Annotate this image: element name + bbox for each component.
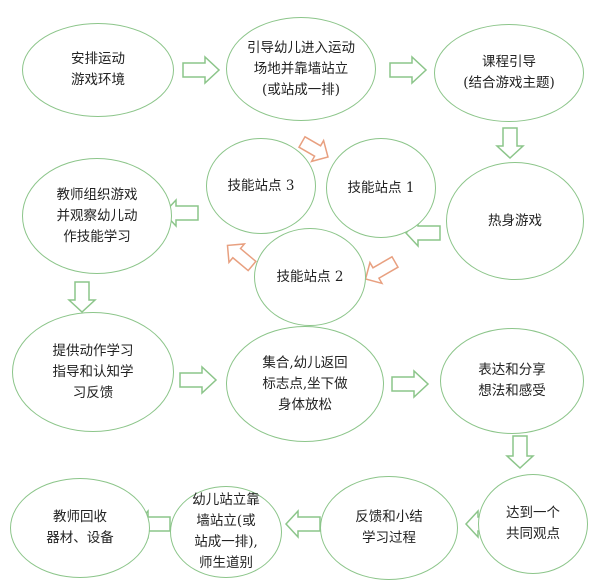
arrow-guide-to-course <box>389 55 428 85</box>
node-reach-consensus: 达到一个 共同观点 <box>478 474 588 574</box>
node-gather-relax-label: 集合,幼儿返回 标志点,坐下做 身体放松 <box>262 354 348 413</box>
arrow-teacher-to-feedback <box>67 281 97 314</box>
node-feedback-summary: 反馈和小结 学习过程 <box>320 476 458 580</box>
arrow-course-to-warmup <box>495 127 525 160</box>
node-warmup-game-label: 热身游戏 <box>488 212 542 229</box>
node-teacher-collect-label: 教师回收 器材、设备 <box>46 509 114 546</box>
node-skill-station-2: 技能站点 2 <box>254 228 366 326</box>
node-guide-into-field: 引导幼儿进入运动 场地并靠墙站立 (或站成一排) <box>226 17 376 121</box>
arrow-gather-to-express <box>391 369 430 399</box>
node-line-up-goodbye: 幼儿站立靠 墙站立(或 站成一排), 师生道别 <box>170 486 282 578</box>
node-course-introduction: 课程引导 (结合游戏主题) <box>434 24 584 122</box>
node-express-share-label: 表达和分享 想法和感受 <box>478 362 546 399</box>
node-arrange-environment-label: 安排运动 游戏环境 <box>71 51 125 88</box>
arrow-station3-to-station1 <box>297 135 329 163</box>
node-express-share: 表达和分享 想法和感受 <box>440 328 584 434</box>
node-skill-station-1-label: 技能站点 1 <box>347 179 415 196</box>
arrow-feedback-to-gather <box>179 365 218 395</box>
node-skill-station-3: 技能站点 3 <box>206 138 316 234</box>
node-guide-into-field-label: 引导幼儿进入运动 场地并靠墙站立 (或站成一排) <box>247 39 355 98</box>
node-course-introduction-label: 课程引导 (结合游戏主题) <box>463 54 555 91</box>
node-learning-feedback-label: 提供动作学习 指导和认知学 习反馈 <box>52 342 134 401</box>
node-skill-station-3-label: 技能站点 3 <box>227 177 295 194</box>
arrow-station1-to-station2 <box>364 255 400 285</box>
node-learning-feedback: 提供动作学习 指导和认知学 习反馈 <box>12 312 174 432</box>
node-skill-station-2-label: 技能站点 2 <box>276 268 344 285</box>
node-teacher-observe-label: 教师组织游戏 并观察幼儿动 作技能学习 <box>56 186 138 245</box>
arrow-express-to-consensus <box>505 435 535 470</box>
node-line-up-goodbye-label: 幼儿站立靠 墙站立(或 站成一排), 师生道别 <box>192 492 260 571</box>
node-feedback-summary-label: 反馈和小结 学习过程 <box>355 509 423 546</box>
node-skill-station-1: 技能站点 1 <box>326 138 436 238</box>
node-gather-relax: 集合,幼儿返回 标志点,坐下做 身体放松 <box>226 326 384 442</box>
arrow-summary-to-lineup <box>284 509 321 539</box>
node-arrange-environment: 安排运动 游戏环境 <box>22 23 174 117</box>
arrow-arrange-to-guide <box>182 55 221 85</box>
node-reach-consensus-label: 达到一个 共同观点 <box>506 505 560 542</box>
node-teacher-observe: 教师组织游戏 并观察幼儿动 作技能学习 <box>22 158 172 274</box>
node-teacher-collect: 教师回收 器材、设备 <box>10 478 150 578</box>
arrow-station2-to-station3 <box>226 243 257 272</box>
node-warmup-game: 热身游戏 <box>446 162 584 280</box>
